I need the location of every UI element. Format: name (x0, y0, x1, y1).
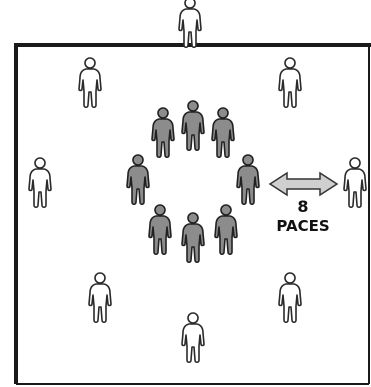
distance-value: 8 (297, 197, 308, 216)
distance-unit: PACES (276, 217, 329, 235)
